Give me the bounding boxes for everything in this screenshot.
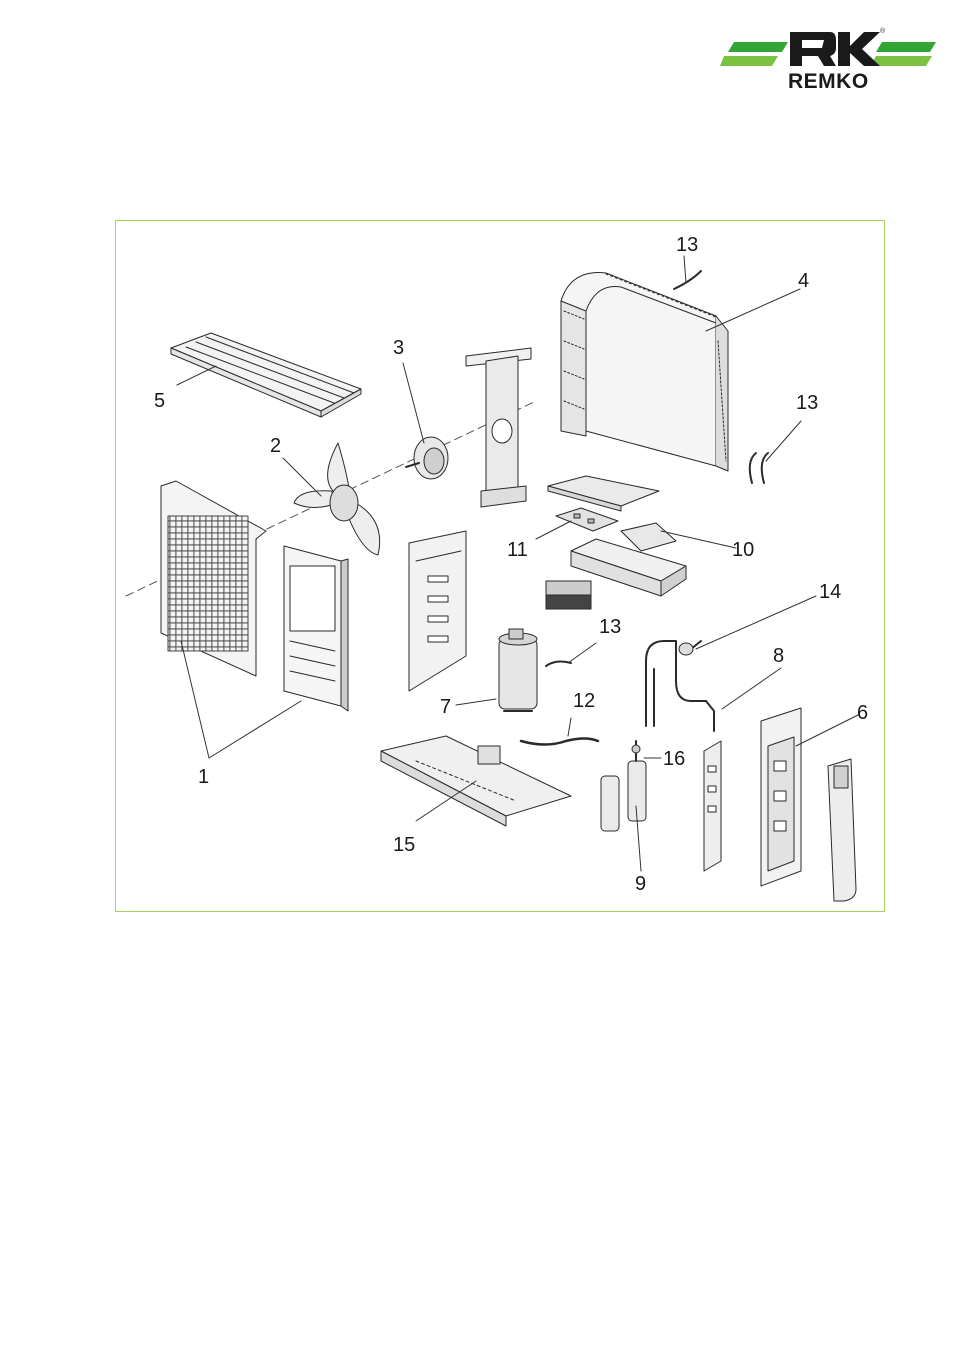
brand-name: REMKO: [788, 70, 869, 93]
callout-10: 10: [732, 539, 755, 561]
callout-6: 6: [857, 702, 869, 724]
callout-9: 9: [635, 873, 647, 895]
motor-bracket: [465, 347, 532, 508]
electrical-box: [570, 522, 687, 597]
callout-13-top: 13: [676, 234, 699, 256]
callout-3: 3: [393, 337, 405, 359]
callout-12: 12: [573, 690, 596, 712]
leader-lines: [176, 255, 859, 872]
remko-logo: ® REMKO: [720, 26, 940, 96]
partition-plate: [408, 530, 467, 692]
pcb-board: [555, 507, 619, 532]
sensor-cable: [519, 737, 600, 746]
compressor: [498, 628, 538, 712]
callout-2: 2: [270, 435, 282, 457]
top-cover: [170, 332, 362, 418]
electrical-box-cover: [547, 475, 660, 512]
right-side-panel: [760, 707, 802, 887]
condenser-coil: [560, 272, 729, 472]
base-pan: [380, 735, 572, 827]
valve-group: [600, 740, 647, 832]
four-way-valve-assembly: [645, 640, 715, 732]
callout-13-right: 13: [796, 392, 819, 414]
callout-15: 15: [393, 834, 416, 856]
front-grille-panel: [160, 480, 267, 677]
callout-7: 7: [440, 696, 452, 718]
callout-11: 11: [507, 539, 528, 561]
exploded-view-frame: 13 4 3 5 13 2 11 10 14 13 8 12 7 6 16 1 …: [115, 220, 885, 912]
callout-16: 16: [663, 748, 686, 770]
callout-14: 14: [819, 581, 842, 603]
valve-bracket: [703, 740, 722, 872]
callout-5: 5: [154, 390, 166, 412]
exploded-view-drawing: [125, 255, 859, 902]
callout-13-mid: 13: [599, 616, 622, 638]
callout-4: 4: [798, 270, 810, 292]
side-panel: [283, 545, 349, 712]
reactor-box: [545, 580, 592, 610]
fan-blade: [293, 442, 381, 556]
capillary-tubes-right: [748, 452, 769, 484]
capillary-tube-middle: [545, 660, 572, 667]
registered-mark: ®: [880, 28, 886, 35]
handle-cover: [827, 758, 857, 902]
callout-1: 1: [198, 766, 210, 788]
callout-8: 8: [773, 645, 785, 667]
capillary-tube-top: [673, 270, 702, 290]
remko-logo-mark: [720, 32, 936, 66]
fan-motor: [405, 436, 449, 480]
